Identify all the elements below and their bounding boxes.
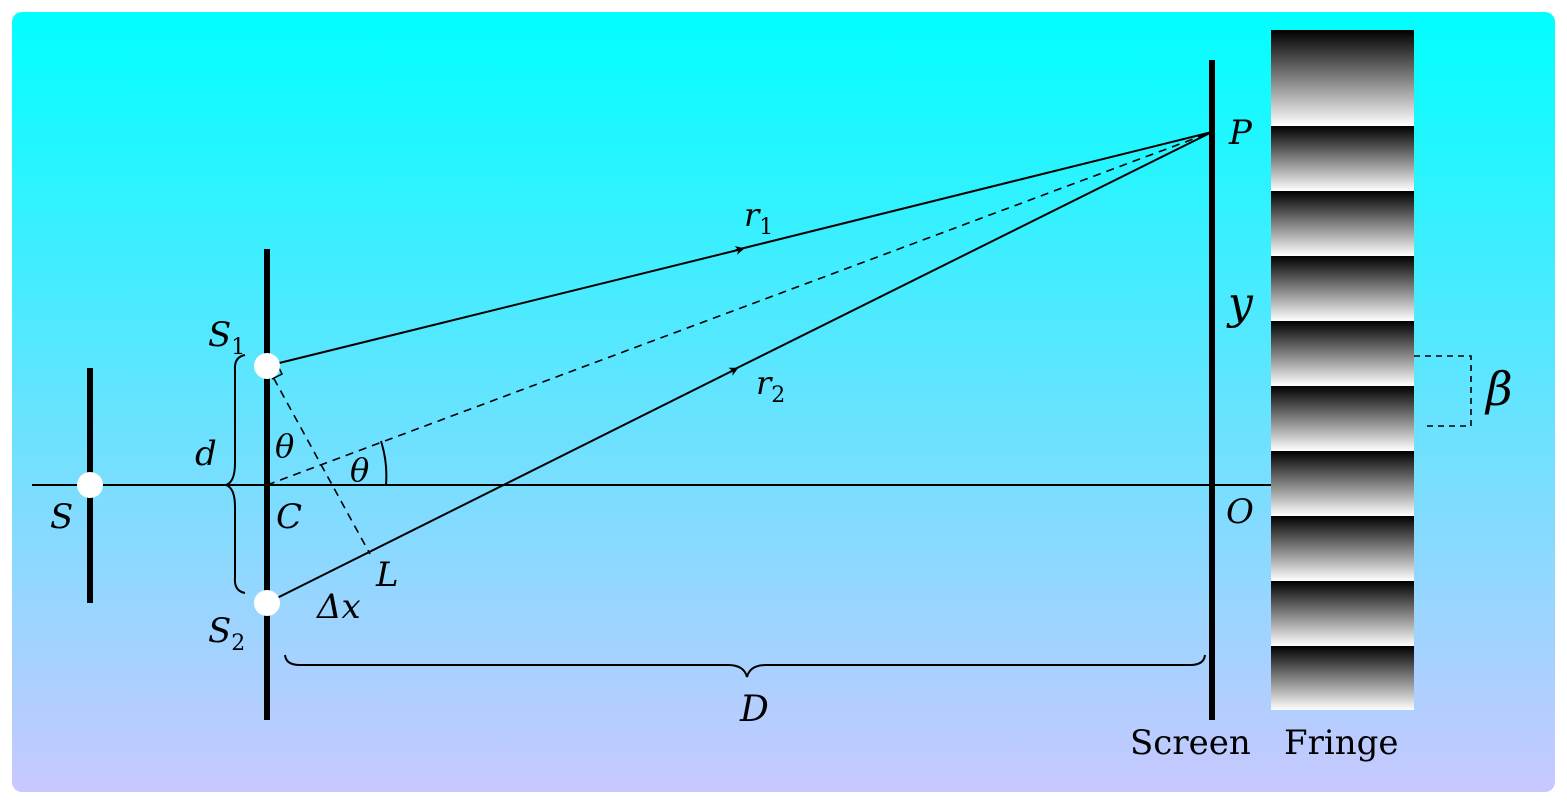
caption-fringe: Fringe [1284,723,1399,763]
ray-r1-first [266,246,745,367]
label-d: d [195,434,217,474]
label-height-y: y [1226,278,1254,329]
center-dashed-line [266,131,1213,486]
ray-r2-first [266,367,739,604]
label-theta-slit: θ [275,427,294,465]
label-point-p: P [1228,113,1253,153]
brace-d [222,354,246,594]
slit2-hole [254,590,280,616]
fringe-pattern [1271,30,1414,710]
label-r2: r2 [756,364,785,408]
ray-r2-second [730,131,1213,372]
label-fringe-width: β [1484,362,1513,416]
label-r1: r1 [744,196,773,240]
label-theta-center: θ [350,451,369,489]
label-origin: O [1226,492,1254,532]
slit1-hole [254,353,280,379]
angle-arc [380,440,388,486]
label-distance: D [739,689,769,730]
ray-r1-second [735,131,1213,251]
label-slit1: S1 [208,315,245,360]
caption-screen: Screen [1130,723,1251,763]
label-path-difference: Δx [315,587,361,627]
label-foot: L [375,555,399,595]
brace-D [284,654,1206,678]
label-source: S [50,497,73,537]
label-center: C [276,497,302,537]
background-panel [12,12,1555,792]
perpendicular-dashed-line [266,365,371,555]
beta-bracket [1414,355,1472,427]
source-hole [77,472,103,498]
label-slit2: S2 [208,611,245,656]
